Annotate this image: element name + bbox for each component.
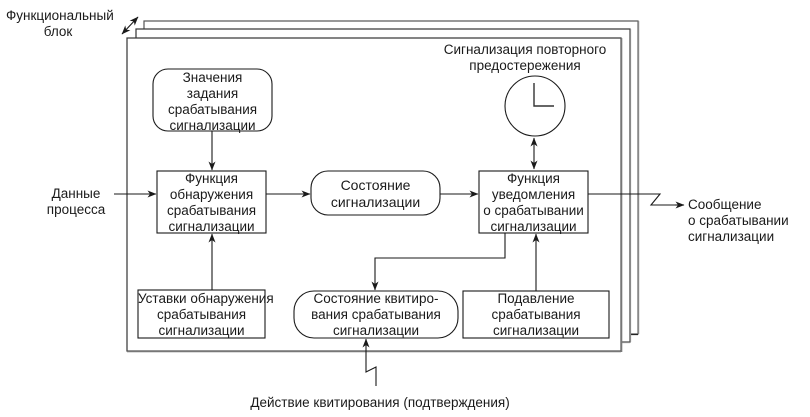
node-line: срабатывания (167, 102, 258, 117)
suppression-label: Подавление срабатывания сигнализации (463, 291, 609, 339)
detection-settings-label: Уставки обнаружения срабатывания сигнали… (138, 291, 274, 339)
process-data-line: Данные (51, 186, 101, 201)
frame-label-line: Функциональный (6, 8, 114, 23)
clock-icon (504, 75, 566, 137)
node-line: Состояние квитиро- (313, 291, 439, 306)
node-line: задания (186, 86, 239, 101)
alarm-state-node (310, 170, 441, 216)
process-data-line: процесса (46, 202, 106, 217)
node-line: Подавление (497, 291, 575, 306)
process-data-label: Данные процесса (36, 186, 116, 218)
node-line: Значения (182, 70, 243, 85)
node-line: обнаружения (169, 187, 254, 202)
node-line: вания срабатывания (311, 307, 441, 322)
frame-label-double-arrow (121, 16, 139, 35)
ack-state-node (293, 290, 459, 339)
arrow-notification-to-ack-state (371, 233, 506, 291)
suppression-node (462, 290, 610, 339)
node-line: срабатывания (491, 307, 581, 322)
reminder-label: Сигнализация повторного предостережения (430, 42, 620, 74)
node-line: Функция (507, 171, 560, 186)
notification-function-node (478, 170, 589, 234)
detection-settings-node (137, 289, 266, 339)
node-line: Функция (185, 171, 238, 186)
ack-state-label: Состояние квитиро- вания срабатывания си… (294, 291, 458, 339)
detection-function-label: Функция обнаружения срабатывания сигнали… (157, 171, 266, 235)
arrow-acknowledge-in (365, 355, 377, 386)
node-line: срабатывания (156, 307, 247, 322)
alarm-state-label: Состояние сигнализации (311, 177, 440, 211)
node-line: о срабатывании (483, 203, 584, 218)
node-line: уведомления (491, 187, 576, 202)
output-line: о срабатывании (688, 213, 789, 228)
node-line: сигнализации (169, 118, 256, 133)
node-line: сигнализации (158, 323, 245, 338)
node-line: предостережения (469, 58, 581, 73)
detection-function-node (156, 170, 267, 234)
frame-label: Функциональный блок (6, 8, 114, 40)
output-line: сигнализации (688, 229, 775, 244)
node-line: сигнализации (492, 323, 580, 338)
frame-label-line: блок (43, 24, 73, 39)
acknowledge-action-label: Действие квитирования (подтверждения) (250, 395, 510, 410)
node-line: сигнализации (168, 219, 255, 234)
node-line: Состояние (340, 177, 411, 193)
setpoint-values-label: Значения задания срабатывания сигнализац… (153, 70, 272, 134)
node-line: сигнализации (332, 323, 420, 338)
alarm-message-label: Сообщение о срабатывании сигнализации (688, 197, 789, 245)
node-line: сигнализации (490, 219, 577, 234)
node-line: Уставки обнаружения (138, 291, 274, 306)
node-line: срабатывания (166, 203, 257, 218)
arrow-alarm-message-out (588, 193, 675, 206)
node-line: Сигнализация повторного (443, 42, 607, 57)
output-line: Сообщение (688, 197, 762, 212)
notification-function-label: Функция уведомления о срабатывании сигна… (479, 171, 588, 235)
node-line: сигнализации (330, 194, 421, 210)
